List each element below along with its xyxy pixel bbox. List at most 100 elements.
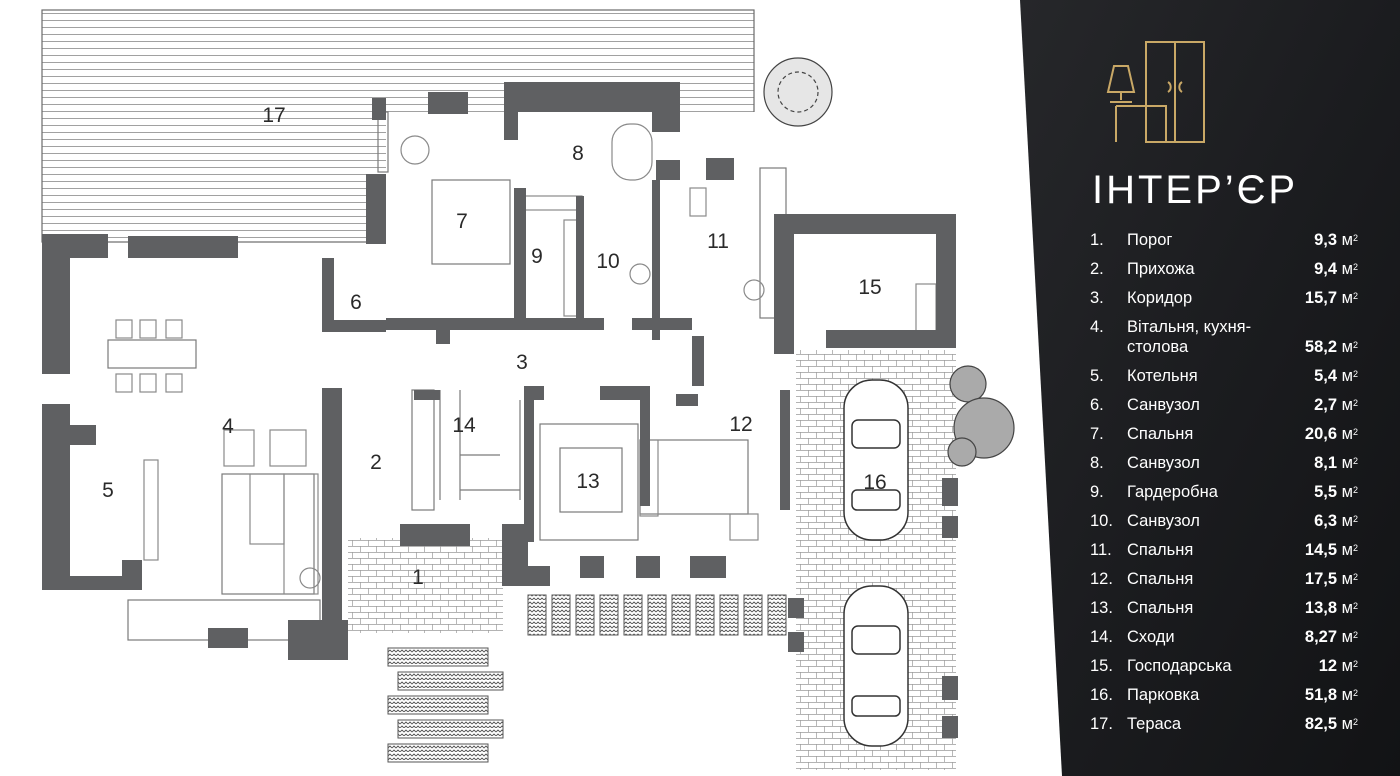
legend-item-number: 2. [1090,260,1104,278]
legend-item: 4. Вітальня, кухня-столова 58,2 м2 [1090,313,1358,362]
trees [763,57,1015,467]
legend-item-number: 16. [1090,686,1113,704]
legend-item-area: 9,4 м2 [1314,259,1358,279]
area-value: 8,1 [1314,454,1338,472]
area-unit: м [1341,338,1353,356]
area-value: 6,3 [1314,512,1338,530]
room-number-12: 12 [729,413,753,436]
legend-item-name: Порог [1127,231,1173,249]
area-value: 14,5 [1304,541,1338,559]
area-unit-power: 2 [1352,630,1358,640]
area-unit: м [1341,454,1353,472]
legend-item: 10. Санвузол 6,3 м2 [1090,507,1358,536]
legend-item-name: Спальня [1127,599,1194,617]
panel-title: ІНТЕР’ЄР [1092,168,1299,212]
area-unit: м [1341,541,1353,559]
legend-item: 9. Гардеробна 5,5 м2 [1090,478,1358,507]
room-number-10: 10 [596,250,620,273]
legend-item-number: 6. [1090,396,1104,414]
area-unit-power: 2 [1352,398,1358,408]
legend-item-area: 17,5 м2 [1305,569,1358,589]
area-unit: м [1341,599,1353,617]
area-unit: м [1341,628,1353,646]
walls [42,82,958,738]
area-value: 82,5 [1304,715,1338,733]
area-unit-power: 2 [1352,514,1358,524]
area-unit: м [1341,715,1353,733]
area-unit: м [1341,289,1353,307]
room-number-1: 1 [412,566,424,589]
room-number-2: 2 [370,451,382,474]
legend-item-area: 5,5 м2 [1314,482,1358,502]
area-unit: м [1341,657,1353,675]
legend-item-number: 14. [1090,628,1113,646]
area-value: 9,4 [1314,260,1338,278]
legend-item-area: 2,7 м2 [1314,395,1358,415]
legend-item-number: 4. [1090,318,1104,336]
area-unit-power: 2 [1352,456,1358,466]
legend-item-area: 20,6 м2 [1305,424,1358,444]
thin-outlines [107,111,787,641]
legend-item-number: 12. [1090,570,1113,588]
legend-item-name: Коридор [1127,289,1193,307]
legend-item-number: 9. [1090,483,1104,501]
legend-item-area: 8,27 м2 [1305,627,1358,647]
legend-item-name: Гардеробна [1127,483,1218,501]
cars [843,379,909,747]
legend-item-area: 12 м2 [1319,656,1358,676]
area-unit: м [1341,686,1353,704]
legend-item: 12. Спальня 17,5 м2 [1090,565,1358,594]
legend-item-area: 82,5 м2 [1305,714,1358,734]
area-unit-power: 2 [1352,369,1358,379]
area-unit: м [1341,425,1353,443]
room-number-17: 17 [262,104,286,127]
floor-plan-drawing [41,9,1015,770]
area-unit: м [1341,231,1353,249]
legend-item-area: 14,5 м2 [1305,540,1358,560]
area-unit-power: 2 [1352,659,1358,669]
legend-item-area: 8,1 м2 [1314,453,1358,473]
legend-item-number: 15. [1090,657,1113,675]
area-value: 20,6 [1304,425,1338,443]
area-unit-power: 2 [1352,262,1358,272]
area-unit: м [1341,396,1353,414]
area-unit-power: 2 [1352,717,1358,727]
legend-item-number: 13. [1090,599,1113,617]
room-number-9: 9 [531,245,543,268]
legend-item-name: Санвузол [1127,396,1200,414]
room-number-8: 8 [572,142,584,165]
legend-item-area: 5,4 м2 [1314,366,1358,386]
area-unit: м [1341,367,1353,385]
area-value: 8,27 [1304,628,1338,646]
legend-item-area: 58,2 м2 [1305,337,1358,357]
legend-item-name: Парковка [1127,686,1200,704]
stepping-pavers [387,594,787,763]
area-value: 58,2 [1304,338,1338,356]
panel-background [1020,0,1400,776]
room-number-11: 11 [707,230,729,253]
area-unit: м [1341,260,1353,278]
legend-item-number: 10. [1090,512,1113,530]
legend-item-name: Котельня [1127,367,1198,385]
area-unit-power: 2 [1352,291,1358,301]
room-number-3: 3 [516,351,528,374]
area-unit-power: 2 [1352,572,1358,582]
legend-item-name: Прихожа [1127,260,1195,278]
legend-item-number: 8. [1090,454,1104,472]
legend-item-name: Санвузол [1127,512,1200,530]
area-unit: м [1341,512,1353,530]
room-number-6: 6 [350,291,362,314]
legend-item-name: Спальня [1127,570,1194,588]
area-unit-power: 2 [1352,485,1358,495]
legend-item-name: Вітальня, кухня-столова [1127,318,1252,356]
area-unit-power: 2 [1352,601,1358,611]
area-value: 17,5 [1304,570,1338,588]
area-unit-power: 2 [1352,340,1358,350]
